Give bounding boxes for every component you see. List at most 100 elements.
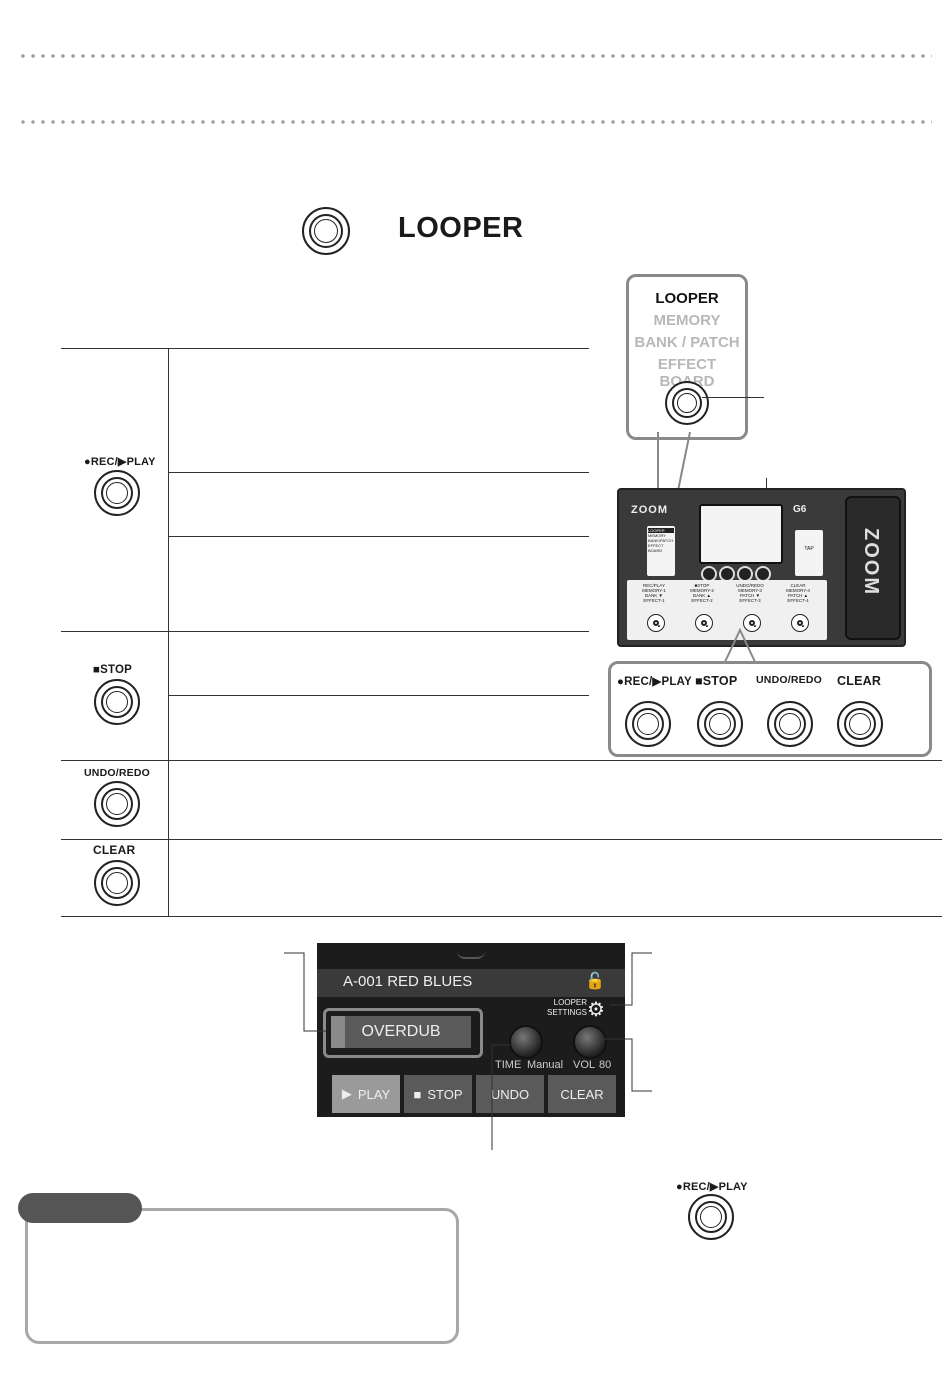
menu-item-memory: MEMORY [653, 312, 721, 329]
menu-item-looper: LOOPER [655, 290, 719, 307]
vol-label: VOL [573, 1059, 596, 1071]
note-box [25, 1208, 459, 1344]
footswitch-callout-pointer [723, 627, 757, 665]
looper-footswitch-icon [302, 207, 350, 255]
clear-label: CLEAR [560, 1086, 604, 1102]
device-fs-text: PATCH ▲ [787, 593, 809, 598]
table-label-rec-play: ●REC/▶PLAY [84, 456, 156, 468]
table-rule [61, 760, 942, 761]
callout-label-clear: CLEAR [837, 674, 882, 688]
callout-footswitch-clear-icon [837, 701, 883, 747]
screen-leader-lines [284, 952, 652, 1150]
table-stop-footswitch-icon [94, 679, 140, 725]
table-rule [61, 631, 589, 632]
time-label: TIME [495, 1059, 522, 1071]
gear-icon[interactable]: ⚙ [587, 999, 605, 1021]
bottom-label-rec-play: ●REC/▶PLAY [676, 1181, 748, 1193]
looper-settings-label: LOOPER SETTINGS [547, 998, 587, 1018]
table-rule [168, 536, 589, 537]
table-label-clear: CLEAR [93, 843, 136, 857]
device-side-label-bank: BANK/PATCH [648, 538, 673, 543]
device-footswitch [695, 614, 713, 632]
table-rule [61, 839, 942, 840]
callout-label-undo-redo: UNDO/REDO [756, 674, 822, 686]
device-model: G6 [793, 504, 807, 515]
screen-clear-button[interactable]: CLEAR [548, 1075, 616, 1113]
screen-undo-button[interactable]: UNDO [476, 1075, 544, 1113]
time-value: Manual [527, 1059, 564, 1071]
table-column-divider [168, 348, 169, 916]
leader-line [702, 397, 764, 398]
play-icon: ▶ [341, 1086, 352, 1101]
status-highlight [323, 1008, 483, 1058]
table-undo-footswitch-icon [94, 781, 140, 827]
status-progress-fill [331, 1016, 345, 1048]
table-clear-footswitch-icon [94, 860, 140, 906]
device-fs-text: REC/PLAY [643, 583, 665, 588]
device-footswitch [743, 614, 761, 632]
note-tab [18, 1193, 142, 1223]
dotted-rule-second [18, 120, 932, 124]
g6-device-illustration: ZOOM G6 LOOPER MEMORY BANK/PATCH EFFECT … [617, 488, 906, 647]
table-rule [61, 348, 589, 349]
device-fs-text: EFFECT-2 [691, 598, 713, 603]
time-knob[interactable] [509, 1025, 543, 1059]
expression-pedal: ZOOM [845, 496, 901, 640]
device-fs-text: EFFECT-3 [739, 598, 761, 603]
side-menu-footswitch-icon [665, 381, 709, 425]
table-label-stop: ■STOP [93, 664, 133, 676]
looper-screen: A-001 RED BLUES 🔓 LOOPER SETTINGS ⚙ OVER… [317, 943, 625, 1117]
table-rule [168, 695, 589, 696]
table-label-undo-redo: UNDO/REDO [84, 767, 150, 779]
screen-play-button[interactable]: ▶PLAY [332, 1075, 400, 1113]
looper-settings-line-1: LOOPER [553, 998, 588, 1007]
device-fs-text: MEMORY-2 [690, 588, 714, 593]
device-fs-text: BANK ▼ [645, 593, 663, 598]
device-tap-label: TAP [804, 546, 814, 552]
bottom-rec-play-footswitch-icon [688, 1194, 734, 1240]
device-fs-text: PATCH ▼ [739, 593, 761, 598]
looper-settings-line-2: SETTINGS [547, 1008, 588, 1017]
callout-label-rec-play: ●REC/▶PLAY [617, 676, 692, 688]
device-fs-text: CLEAR [790, 583, 806, 588]
device-fs-text: MEMORY-3 [738, 588, 762, 593]
menu-item-bank-patch: BANK / PATCH [634, 334, 740, 351]
status-box: OVERDUB [331, 1016, 471, 1048]
device-side-label-effect: EFFECT BOARD [648, 543, 664, 553]
footswitch-callout: ●REC/▶PLAY ■STOP UNDO/REDO CLEAR [608, 661, 932, 757]
side-menu-callout: LOOPER MEMORY BANK / PATCH EFFECT BOARD [626, 274, 748, 440]
device-side-label-memory: MEMORY [648, 533, 666, 538]
device-screen [699, 504, 783, 564]
device-fs-text: EFFECT-4 [787, 598, 809, 603]
undo-label: UNDO [490, 1086, 530, 1102]
callout-footswitch-stop-icon [697, 701, 743, 747]
device-fs-text: ■STOP [694, 583, 710, 588]
stop-icon: ■ [413, 1086, 422, 1102]
device-tap-panel: TAP [795, 530, 823, 576]
screen-stop-button[interactable]: ■ STOP [404, 1075, 472, 1113]
device-fs-text: UNDO/REDO [736, 583, 764, 588]
device-fs-text: MEMORY-4 [786, 588, 810, 593]
device-fs-text: MEMORY-1 [642, 588, 666, 593]
device-footswitch [647, 614, 665, 632]
screen-patch-name: A-001 RED BLUES [343, 973, 473, 990]
lock-icon: 🔓 [585, 973, 605, 990]
device-side-panel: LOOPER MEMORY BANK/PATCH EFFECT BOARD [647, 526, 675, 576]
device-side-label-looper: LOOPER [648, 528, 674, 533]
stop-label: STOP [427, 1086, 463, 1102]
table-rule [168, 472, 589, 473]
vol-knob[interactable] [573, 1025, 607, 1059]
device-footswitch [791, 614, 809, 632]
callout-footswitch-rec-play-icon [625, 701, 671, 747]
table-rule [61, 916, 942, 917]
table-rec-play-footswitch-icon [94, 470, 140, 516]
callout-footswitch-undo-icon [767, 701, 813, 747]
device-fs-text: BANK ▲ [693, 593, 711, 598]
device-fs-text: EFFECT-1 [643, 598, 665, 603]
screen-handle [457, 951, 485, 959]
